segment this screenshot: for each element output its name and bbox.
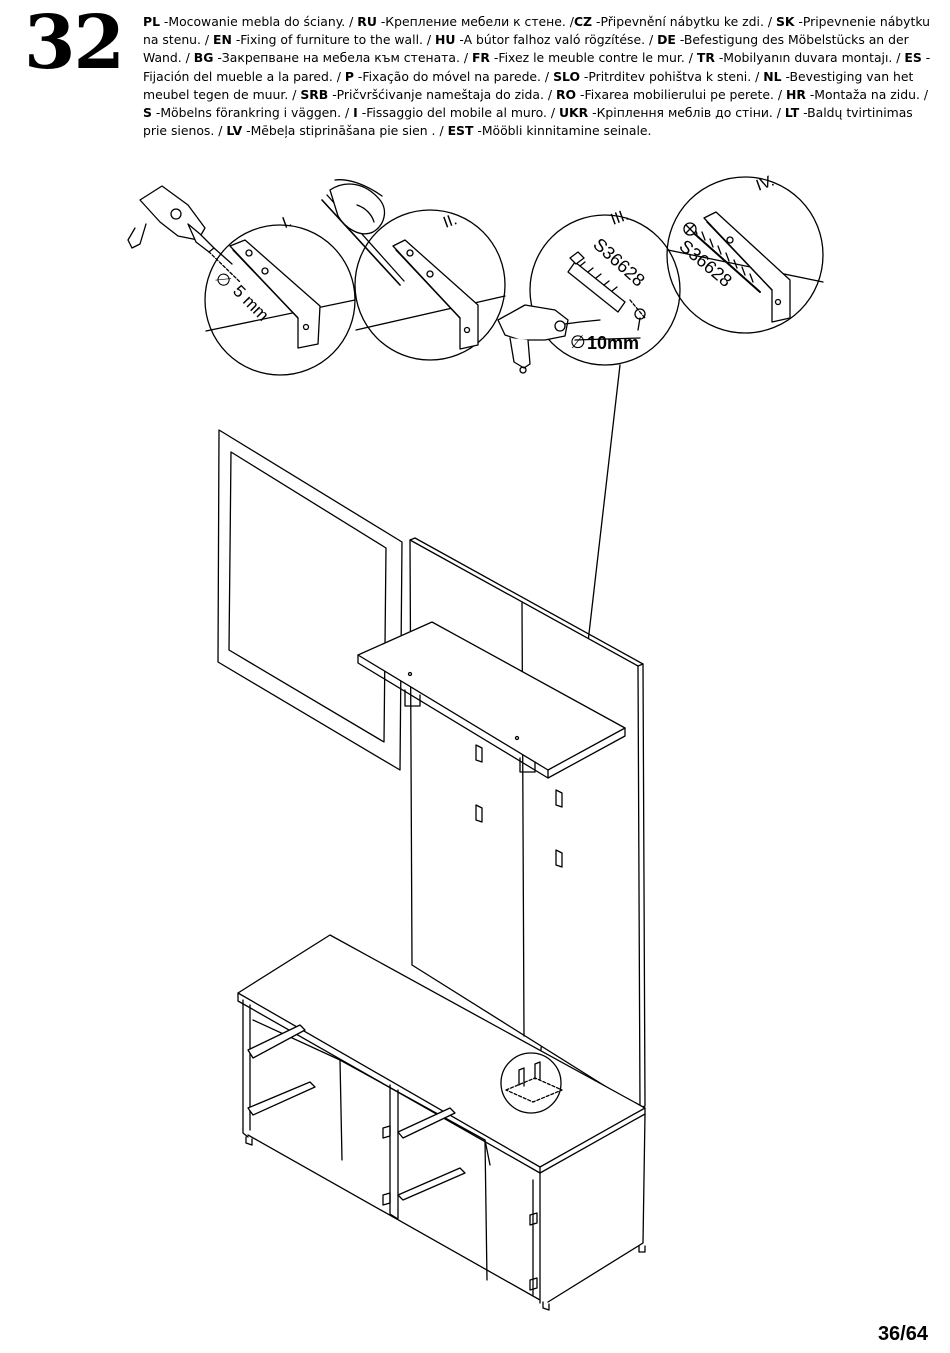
drill-icon-right <box>497 304 601 374</box>
instruction-text: -Fixez le meuble contre le mur. / <box>489 50 697 66</box>
instruction-text: -Mocowanie mebla do ściany. / <box>159 14 358 29</box>
language-code: LT <box>784 105 800 121</box>
drill-size-large: 10mm <box>587 333 639 353</box>
language-code: RO <box>555 86 577 102</box>
instruction-text: -Připevnění nábytku ke zdi. / <box>592 14 776 29</box>
language-code: ES <box>904 50 922 66</box>
mirror <box>217 429 403 771</box>
instruction-text: -A bútor falhoz való rögzítése. / <box>455 32 658 48</box>
coat-hooks <box>475 744 563 868</box>
instruction-text: -Fixing of furniture to the wall. / <box>231 32 436 48</box>
language-code: DE <box>657 32 676 48</box>
language-code: CZ <box>573 14 593 29</box>
language-code: NL <box>763 68 782 84</box>
detail-circle-mark <box>354 209 506 361</box>
drill-icon-left <box>127 185 233 265</box>
detail-circle-base <box>500 1052 563 1114</box>
diameter-symbol-small: ∅ <box>211 268 235 292</box>
instruction-text: -Закрепване на мебела към стената. / <box>213 50 472 66</box>
instruction-text: -Fixação do móvel na parede. / <box>353 68 554 84</box>
instruction-text: -Кріплення меблів до стіни. / <box>588 105 785 121</box>
instruction-text: -Bevestiging van het meubel tegen de muu… <box>143 68 914 102</box>
step-label-4: IV. <box>754 173 777 195</box>
language-code: P <box>344 68 354 84</box>
detail-circle-plug <box>529 214 681 366</box>
pencil-hand-icon <box>321 179 405 286</box>
page-number: 36/64 <box>877 1323 928 1345</box>
instruction-text: -Möbelns förankring i väggen. / <box>151 105 354 121</box>
instruction-text: -Крепление мебели к стене. / <box>376 14 574 29</box>
language-code: PL <box>143 14 160 29</box>
instruction-text: -Fissaggio del mobile al muro. / <box>357 105 559 121</box>
language-code: UKR <box>558 105 589 121</box>
language-code: S <box>143 105 152 121</box>
instruction-text: -Mēbeļa stiprināšana pie sien . / <box>242 123 448 139</box>
instructions-text: PL -Mocowanie mebla do ściany. / RU -Кре… <box>143 13 933 140</box>
instruction-text: -Montaža na zidu. / <box>805 86 929 102</box>
instruction-text: -Pripevnenie nábytku na stenu. / <box>143 14 930 48</box>
language-code: FR <box>471 50 490 66</box>
top-shelf <box>357 621 626 779</box>
language-code: RU <box>357 14 377 29</box>
instruction-text: -Baldų tvirtinimas prie sienos. / <box>143 105 913 139</box>
step-label-3: III. <box>609 207 632 229</box>
step-number: 32 <box>24 0 125 86</box>
language-code: SRB <box>300 86 329 102</box>
diameter-symbol-large: ∅ <box>570 332 586 352</box>
instruction-text: -Mööbli kinnitamine seinale. <box>473 123 652 139</box>
language-code: EST <box>447 123 474 139</box>
step-label-2: II. <box>441 211 459 232</box>
language-code: HU <box>435 32 456 48</box>
instruction-text: -Pritrditev pohištva k steni. / <box>579 68 764 84</box>
instruction-text: -Fixarea mobilierului pe perete. / <box>576 86 786 102</box>
instruction-text: -Pričvršćivanje nameštaja do zida. / <box>328 86 556 102</box>
instruction-text: -Fijación del mueble a la pared. / <box>143 50 931 84</box>
language-code: HR <box>785 86 806 102</box>
language-code: SK <box>775 14 795 29</box>
language-code: EN <box>213 32 232 48</box>
detail-circle-screw <box>666 176 824 334</box>
language-code: TR <box>696 50 715 66</box>
language-code: BG <box>193 50 214 66</box>
detail-circle-drill-5mm <box>204 224 356 376</box>
language-code: LV <box>226 123 243 139</box>
base-cabinet <box>237 934 646 1311</box>
instruction-text: -Mobilyanın duvara montajı. / <box>714 50 905 66</box>
instruction-text: -Befestigung des Möbelstücks an der Wand… <box>143 32 909 66</box>
language-code: I <box>353 105 358 121</box>
language-code: SLO <box>553 68 580 84</box>
step-label-1: I. <box>280 213 294 232</box>
